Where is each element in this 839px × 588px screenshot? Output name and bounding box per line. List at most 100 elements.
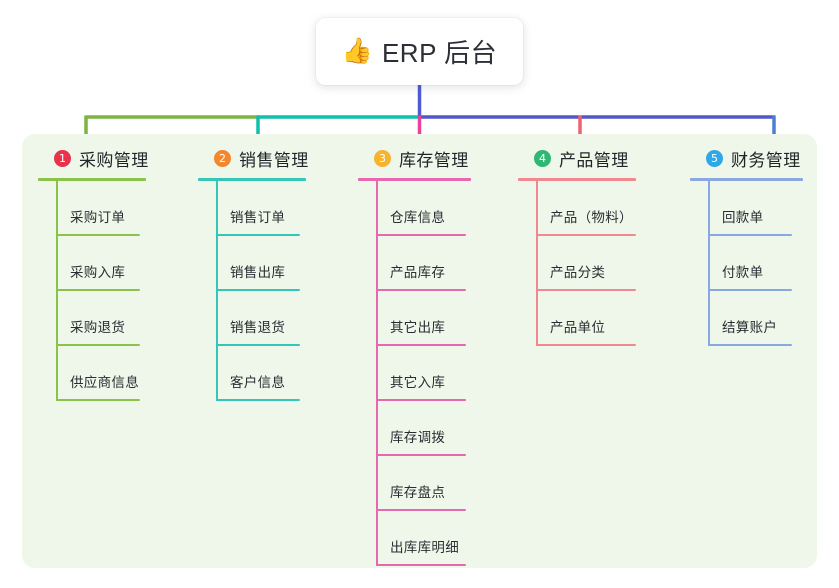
branch-item-underline <box>376 564 466 566</box>
branch-underline <box>518 178 636 181</box>
branch-item-underline <box>536 289 636 291</box>
branch-item-label: 付款单 <box>722 265 764 280</box>
root-title: ERP 后台 <box>381 38 498 68</box>
branch-item-label: 产品分类 <box>550 265 606 280</box>
branch-item-underline <box>376 454 466 456</box>
branch-header[interactable]: 5 财务管理 <box>690 146 803 170</box>
branch-item-underline <box>376 509 466 511</box>
branch-item-underline <box>216 399 300 401</box>
branch-item-underline <box>56 399 140 401</box>
branch-item[interactable]: 产品（物料） <box>518 181 636 236</box>
branch-item[interactable]: 采购入库 <box>38 236 149 291</box>
branch-item-underline <box>376 234 466 236</box>
branch-item[interactable]: 出库库明细 <box>358 511 471 566</box>
branch-item-list: 销售订单销售出库销售退货客户信息 <box>198 181 309 401</box>
branch-item-list: 仓库信息产品库存其它出库其它入库库存调拨库存盘点出库库明细 <box>358 181 471 566</box>
branch-column-5: 5 财务管理回款单付款单结算账户 <box>690 146 803 346</box>
branch-item[interactable]: 采购退货 <box>38 291 149 346</box>
branch-item-underline <box>708 344 792 346</box>
branch-item-underline <box>376 289 466 291</box>
branch-item-underline <box>216 289 300 291</box>
branch-item-underline <box>216 344 300 346</box>
branch-item-label: 出库库明细 <box>390 540 459 555</box>
branch-underline <box>690 178 803 181</box>
branch-column-2: 2 销售管理销售订单销售出库销售退货客户信息 <box>198 146 309 401</box>
branch-underline <box>38 178 146 181</box>
branch-header[interactable]: 1 采购管理 <box>38 146 149 170</box>
branch-item-label: 其它出库 <box>390 320 446 335</box>
branch-item-label: 产品单位 <box>550 320 606 335</box>
branch-item-label: 销售退货 <box>230 320 286 335</box>
branch-item-label: 库存调拨 <box>390 430 446 445</box>
branch-item[interactable]: 产品库存 <box>358 236 471 291</box>
branch-item-label: 库存盘点 <box>390 485 446 500</box>
branch-item-underline <box>216 234 300 236</box>
branches-panel <box>22 134 817 568</box>
branch-number-badge: 2 <box>214 149 231 167</box>
branch-number-badge: 5 <box>706 149 723 167</box>
branch-spine <box>56 181 58 401</box>
branch-item-underline <box>536 234 636 236</box>
branch-item-label: 销售出库 <box>230 265 286 280</box>
branch-column-3: 3 库存管理仓库信息产品库存其它出库其它入库库存调拨库存盘点出库库明细 <box>358 146 471 566</box>
branch-item-list: 回款单付款单结算账户 <box>690 181 803 346</box>
branch-item[interactable]: 销售订单 <box>198 181 309 236</box>
branch-item-underline <box>56 289 140 291</box>
branch-spine <box>376 181 378 566</box>
branch-item-label: 采购入库 <box>70 265 126 280</box>
branch-item[interactable]: 供应商信息 <box>38 346 149 401</box>
branch-title: 产品管理 <box>559 150 629 170</box>
branch-item[interactable]: 仓库信息 <box>358 181 471 236</box>
branch-item[interactable]: 其它出库 <box>358 291 471 346</box>
branch-item-label: 仓库信息 <box>390 210 446 225</box>
branch-item[interactable]: 产品分类 <box>518 236 636 291</box>
branch-number-badge: 3 <box>374 149 391 167</box>
branch-item[interactable]: 销售出库 <box>198 236 309 291</box>
branch-spine <box>536 181 538 346</box>
branch-item[interactable]: 回款单 <box>690 181 803 236</box>
branch-item-list: 采购订单采购入库采购退货供应商信息 <box>38 181 149 401</box>
branch-item[interactable]: 付款单 <box>690 236 803 291</box>
branch-item[interactable]: 库存盘点 <box>358 456 471 511</box>
thumbs-up-icon: 👍 <box>341 37 373 65</box>
branch-item-label: 回款单 <box>722 210 764 225</box>
branch-column-4: 4 产品管理产品（物料） 产品分类产品单位 <box>518 146 636 346</box>
branch-title: 采购管理 <box>79 150 149 170</box>
branch-header[interactable]: 4 产品管理 <box>518 146 636 170</box>
root-node[interactable]: 👍 ERP 后台 <box>316 18 523 85</box>
branch-header[interactable]: 3 库存管理 <box>358 146 471 170</box>
branch-item[interactable]: 采购订单 <box>38 181 149 236</box>
branch-item-label: 采购订单 <box>70 210 126 225</box>
branch-item[interactable]: 结算账户 <box>690 291 803 346</box>
branch-title: 销售管理 <box>239 150 309 170</box>
branch-item-underline <box>56 234 140 236</box>
branch-item-label: 客户信息 <box>230 375 286 390</box>
branch-header[interactable]: 2 销售管理 <box>198 146 309 170</box>
branch-item-underline <box>56 344 140 346</box>
branch-spine <box>708 181 710 346</box>
branch-spine <box>216 181 218 401</box>
branch-title: 库存管理 <box>399 150 469 170</box>
branch-item-label: 供应商信息 <box>70 375 139 390</box>
branch-item-label: 采购退货 <box>70 320 126 335</box>
branch-item-label: 产品库存 <box>390 265 446 280</box>
branch-item[interactable]: 销售退货 <box>198 291 309 346</box>
branch-number-badge: 4 <box>534 149 551 167</box>
branch-item-underline <box>708 289 792 291</box>
branch-number-badge: 1 <box>54 149 71 167</box>
branch-underline <box>198 178 306 181</box>
branch-title: 财务管理 <box>731 150 801 170</box>
branch-item-label: 其它入库 <box>390 375 446 390</box>
branch-item[interactable]: 其它入库 <box>358 346 471 401</box>
branch-item[interactable]: 客户信息 <box>198 346 309 401</box>
branch-item-list: 产品（物料） 产品分类产品单位 <box>518 181 636 346</box>
branch-item[interactable]: 产品单位 <box>518 291 636 346</box>
branch-item-underline <box>376 344 466 346</box>
branch-item-label: 结算账户 <box>722 320 778 335</box>
branch-item-label: 销售订单 <box>230 210 286 225</box>
branch-item[interactable]: 库存调拨 <box>358 401 471 456</box>
branch-item-underline <box>708 234 792 236</box>
branch-item-underline <box>376 399 466 401</box>
branch-underline <box>358 178 471 181</box>
branch-column-1: 1 采购管理采购订单采购入库采购退货供应商信息 <box>38 146 149 401</box>
